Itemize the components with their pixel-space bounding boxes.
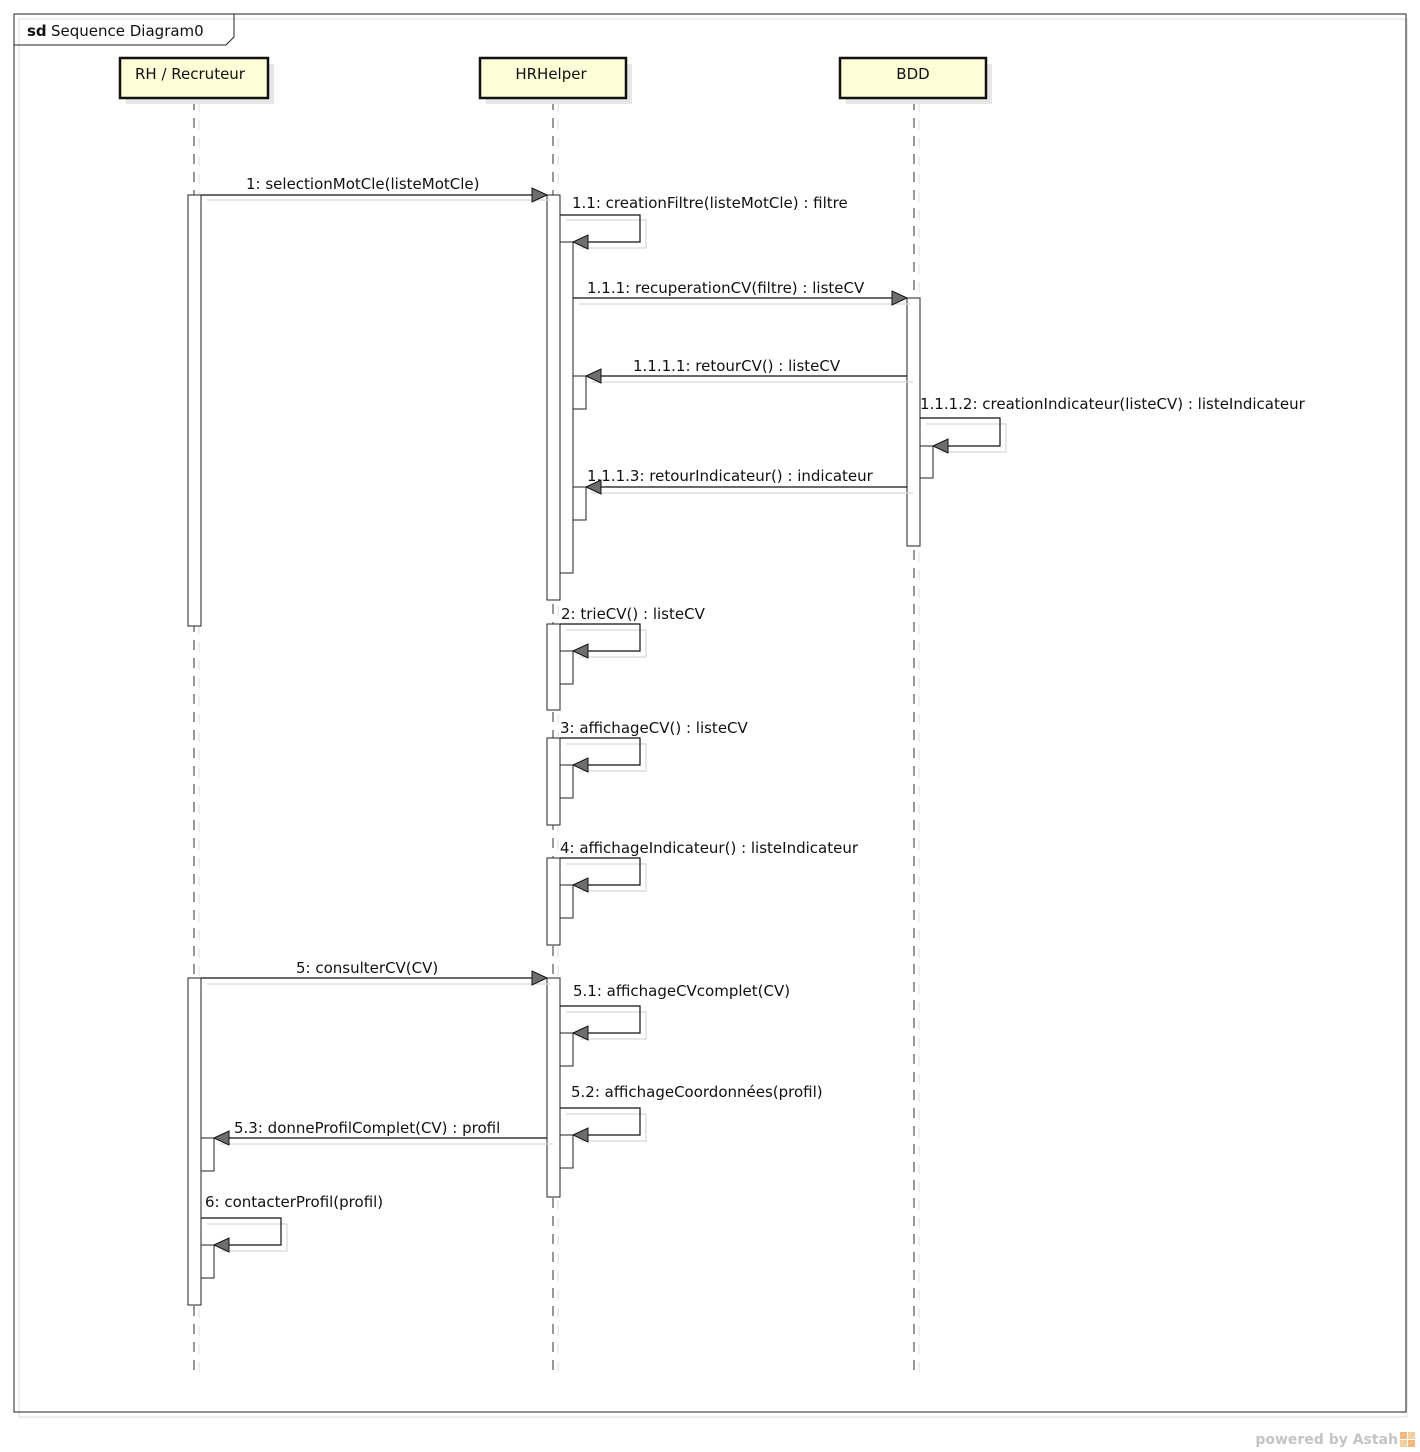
activation-bar [559, 650, 574, 685]
message-label: 2: trieCV() : listeCV [561, 605, 706, 623]
message-label: 1.1.1.2: creationIndicateur(listeCV) : l… [920, 395, 1306, 413]
diagram-frame: sd Sequence Diagram0 [13, 13, 1408, 1418]
activation-bar [187, 194, 202, 627]
message-label: 6: contacterProfil(profil) [205, 1193, 383, 1211]
activation-bar [200, 1137, 215, 1172]
message-2: 2: trieCV() : listeCV [560, 605, 706, 659]
message-label: 5.1: affichageCVcomplet(CV) [573, 982, 790, 1000]
message-label: 3: affichageCV() : listeCV [560, 719, 749, 737]
message-5: 5: consulterCV(CV) [201, 959, 550, 986]
message-5-3: 5.3: donneProfilComplet(CV) : profil [212, 1119, 553, 1146]
watermark-text: powered by Astah [1255, 1432, 1398, 1448]
frame-title: Sequence Diagram0 [51, 22, 204, 40]
message-label: 1: selectionMotCle(listeMotCle) [246, 175, 480, 193]
activation-bar [559, 1032, 574, 1067]
activation-bar [906, 297, 921, 547]
activation-bar [546, 737, 561, 826]
participant-label-bdd: BDD [896, 65, 929, 83]
message-label: 4: affichageIndicateur() : listeIndicate… [560, 839, 859, 857]
activation-bar [559, 884, 574, 919]
astah-logo-icon [1400, 1432, 1415, 1447]
message-1-1-1-3: 1.1.1.3: retourIndicateur() : indicateur [584, 467, 913, 495]
message-5-1: 5.1: affichageCVcomplet(CV) [560, 982, 790, 1041]
activation-bar [919, 445, 934, 479]
message-label: 1.1.1: recuperationCV(filtre) : listeCV [587, 279, 865, 297]
message-label: 1.1: creationFiltre(listeMotCle) : filtr… [572, 194, 848, 212]
message-label: 1.1.1.1: retourCV() : listeCV [633, 357, 841, 375]
message-6: 6: contacterProfil(profil) [201, 1193, 383, 1253]
message-label: 5.2: affichageCoordonnées(profil) [571, 1083, 823, 1101]
message-1-1-1: 1.1.1: recuperationCV(filtre) : listeCV [573, 279, 910, 306]
activation-bar [572, 486, 587, 521]
activation-bar [200, 1244, 215, 1279]
participant-rh-recruteur: RH / Recruteur [118, 56, 274, 104]
message-4: 4: affichageIndicateur() : listeIndicate… [560, 839, 859, 893]
activation-bar [572, 375, 587, 410]
message-1-1: 1.1: creationFiltre(listeMotCle) : filtr… [560, 194, 848, 250]
message-1-1-1-2: 1.1.1.2: creationIndicateur(listeCV) : l… [920, 395, 1306, 454]
astah-watermark: powered by Astah [1255, 1432, 1415, 1448]
activation-bar [187, 977, 202, 1306]
message-label: 5.3: donneProfilComplet(CV) : profil [234, 1119, 500, 1137]
activation-bar [546, 623, 561, 711]
message-1-1-1-1: 1.1.1.1: retourCV() : listeCV [584, 357, 913, 384]
activation-bar [559, 1134, 574, 1169]
activation-bar [546, 194, 561, 601]
message-1: 1: selectionMotCle(listeMotCle) [201, 175, 550, 203]
message-3: 3: affichageCV() : listeCV [560, 719, 749, 773]
participant-hrhelper: HRHelper [478, 56, 632, 104]
activation-bar [559, 241, 574, 574]
message-label: 1.1.1.3: retourIndicateur() : indicateur [587, 467, 874, 485]
participant-label-rh-recruteur: RH / Recruteur [135, 65, 246, 83]
activations [187, 194, 934, 1306]
activation-bar [546, 977, 561, 1198]
participant-label-hrhelper: HRHelper [515, 65, 587, 83]
activation-bar [546, 857, 561, 946]
message-label: 5: consulterCV(CV) [296, 959, 438, 977]
message-5-2: 5.2: affichageCoordonnées(profil) [560, 1083, 823, 1143]
activation-bar [559, 764, 574, 799]
frame-keyword: sd [27, 22, 47, 40]
participant-bdd: BDD [838, 56, 992, 104]
